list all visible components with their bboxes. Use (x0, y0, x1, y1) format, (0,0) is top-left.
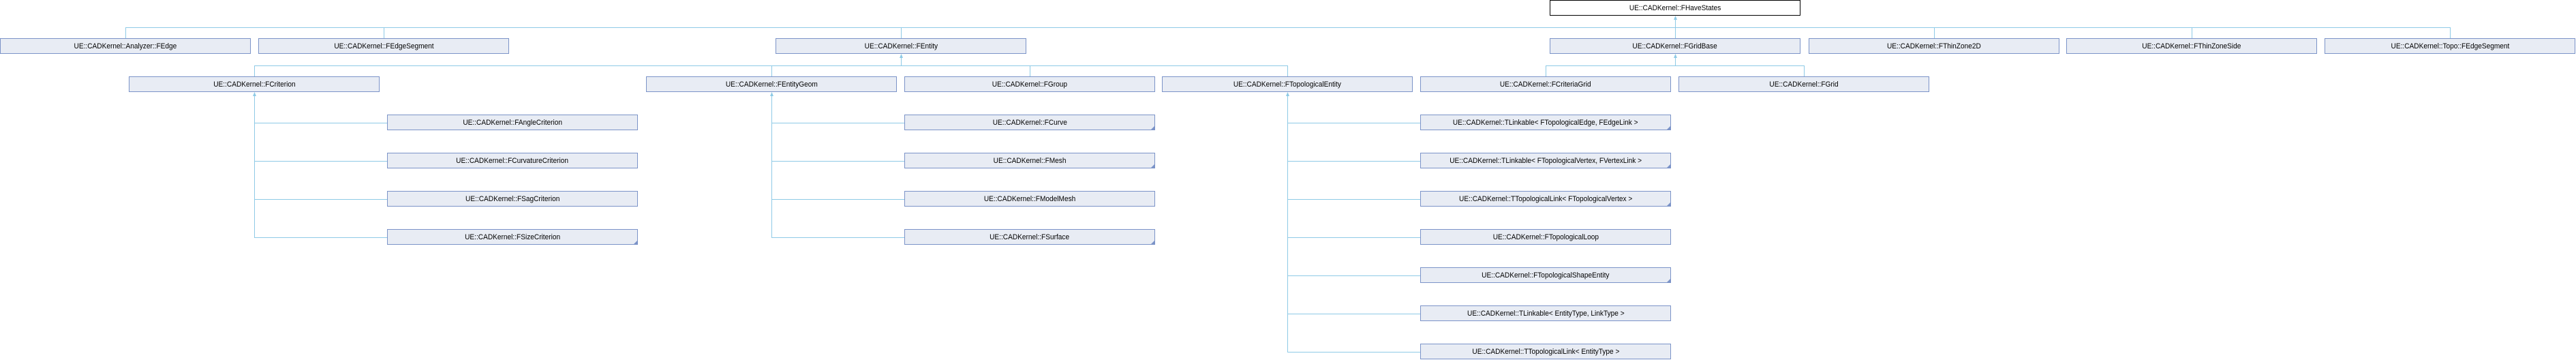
class-node[interactable]: UE::CADKernel::FCriteriaGrid (1420, 76, 1671, 92)
class-label: UE::CADKernel::FTopologicalEntity (1233, 80, 1342, 89)
class-label: UE::CADKernel::FTopologicalShapeEntity (1482, 271, 1610, 280)
class-label: UE::CADKernel::FGroup (992, 80, 1068, 89)
more-children-indicator-icon (634, 241, 637, 244)
class-label: UE::CADKernel::Analyzer::FEdge (74, 42, 177, 50)
class-label: UE::CADKernel::FEntity (864, 42, 938, 50)
class-node[interactable]: UE::CADKernel::FSizeCriterion (387, 229, 638, 245)
class-node[interactable]: UE::CADKernel::FTopologicalLoop (1420, 229, 1671, 245)
class-node[interactable]: UE::CADKernel::FEdgeSegment (258, 38, 509, 54)
class-node[interactable]: UE::CADKernel::FThinZoneSide (2066, 38, 2317, 54)
class-node[interactable]: UE::CADKernel::FGrid (1678, 76, 1929, 92)
class-node[interactable]: UE::CADKernel::TLinkable< FTopologicalEd… (1420, 115, 1671, 130)
class-node[interactable]: UE::CADKernel::FGroup (904, 76, 1155, 92)
class-label: UE::CADKernel::FMesh (993, 156, 1067, 165)
class-node[interactable]: UE::CADKernel::FSagCriterion (387, 191, 638, 207)
class-node[interactable]: UE::CADKernel::FAngleCriterion (387, 115, 638, 130)
class-node[interactable]: UE::CADKernel::FEntityGeom (646, 76, 897, 92)
class-label: UE::CADKernel::FHaveStates (1629, 3, 1721, 12)
more-children-indicator-icon (1667, 164, 1670, 168)
class-label: UE::CADKernel::FSizeCriterion (464, 232, 561, 241)
class-label: UE::CADKernel::FGrid (1769, 80, 1839, 89)
more-children-indicator-icon (1151, 241, 1154, 244)
class-label: UE::CADKernel::TLinkable< FTopologicalVe… (1450, 156, 1642, 165)
class-node[interactable]: UE::CADKernel::FCriterion (129, 76, 380, 92)
more-children-indicator-icon (1667, 202, 1670, 206)
inheritance-arrow-icon (770, 92, 773, 96)
class-node[interactable]: UE::CADKernel::FModelMesh (904, 191, 1155, 207)
more-children-indicator-icon (1667, 126, 1670, 130)
class-label: UE::CADKernel::FEntityGeom (725, 80, 818, 89)
class-label: UE::CADKernel::FEdgeSegment (333, 42, 434, 50)
more-children-indicator-icon (1151, 126, 1154, 130)
inheritance-arrow-icon (253, 92, 256, 96)
class-label: UE::CADKernel::FTopologicalLoop (1492, 232, 1599, 241)
class-node[interactable]: UE::CADKernel::FMesh (904, 153, 1155, 168)
inheritance-arrow-icon (1674, 16, 1677, 20)
class-node[interactable]: UE::CADKernel::FCurve (904, 115, 1155, 130)
class-label: UE::CADKernel::FSagCriterion (465, 194, 560, 203)
class-node[interactable]: UE::CADKernel::TTopologicalLink< FTopolo… (1420, 191, 1671, 207)
class-label: UE::CADKernel::FCriterion (213, 80, 296, 89)
class-label: UE::CADKernel::FCurve (992, 118, 1067, 127)
class-label: UE::CADKernel::FGridBase (1632, 42, 1718, 50)
class-node[interactable]: UE::CADKernel::FCurvatureCriterion (387, 153, 638, 168)
class-label: UE::CADKernel::FSurface (990, 232, 1070, 241)
class-node[interactable]: UE::CADKernel::FTopologicalEntity (1162, 76, 1413, 92)
class-label: UE::CADKernel::FModelMesh (983, 194, 1076, 203)
class-label: UE::CADKernel::FCriteriaGrid (1500, 80, 1591, 89)
class-label: UE::CADKernel::TTopologicalLink< EntityT… (1472, 347, 1619, 356)
class-node[interactable]: UE::CADKernel::FGridBase (1550, 38, 1800, 54)
class-label: UE::CADKernel::TTopologicalLink< FTopolo… (1458, 194, 1633, 203)
class-node[interactable]: UE::CADKernel::FEntity (776, 38, 1026, 54)
class-node[interactable]: UE::CADKernel::FTopologicalShapeEntity (1420, 267, 1671, 283)
class-node[interactable]: UE::CADKernel::Topo::FEdgeSegment (2325, 38, 2575, 54)
class-label: UE::CADKernel::FThinZoneSide (2142, 42, 2241, 50)
class-label: UE::CADKernel::Topo::FEdgeSegment (2391, 42, 2509, 50)
class-label: UE::CADKernel::TLinkable< FTopologicalEd… (1453, 118, 1638, 127)
inheritance-arrow-icon (1286, 92, 1289, 96)
class-node[interactable]: UE::CADKernel::TLinkable< FTopologicalVe… (1420, 153, 1671, 168)
inheritance-arrow-icon (900, 54, 903, 58)
class-label: UE::CADKernel::FThinZone2D (1887, 42, 1981, 50)
class-node[interactable]: UE::CADKernel::FThinZone2D (1809, 38, 2059, 54)
class-label: UE::CADKernel::FCurvatureCriterion (456, 156, 569, 165)
class-label: UE::CADKernel::TLinkable< EntityType, Li… (1467, 309, 1625, 318)
root-class-node: UE::CADKernel::FHaveStates (1550, 0, 1800, 16)
class-node[interactable]: UE::CADKernel::Analyzer::FEdge (0, 38, 251, 54)
inheritance-arrow-icon (1674, 54, 1677, 58)
more-children-indicator-icon (1151, 164, 1154, 168)
class-label: UE::CADKernel::FAngleCriterion (463, 118, 562, 127)
class-node[interactable]: UE::CADKernel::TTopologicalLink< EntityT… (1420, 344, 1671, 359)
class-node[interactable]: UE::CADKernel::FSurface (904, 229, 1155, 245)
more-children-indicator-icon (1667, 279, 1670, 282)
class-node[interactable]: UE::CADKernel::TLinkable< EntityType, Li… (1420, 305, 1671, 321)
